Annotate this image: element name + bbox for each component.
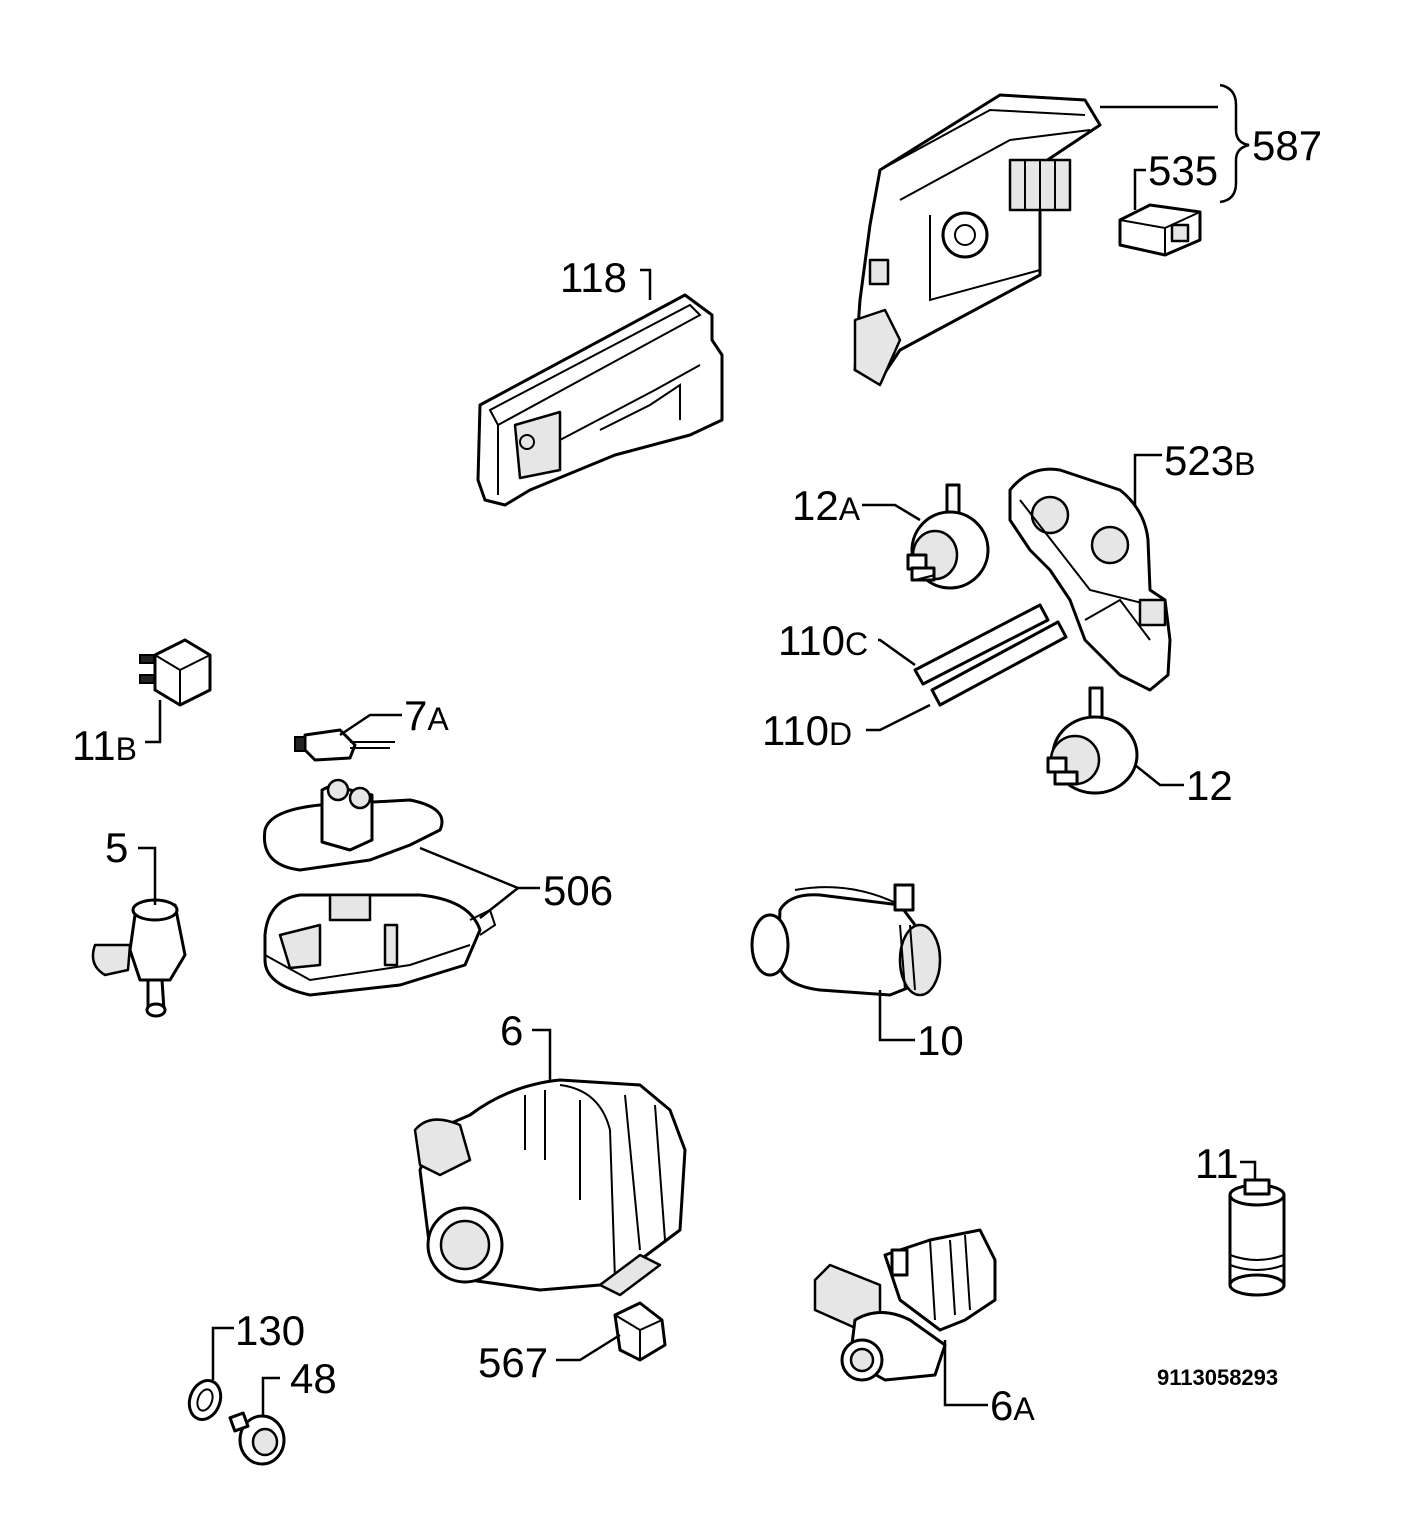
part-5-inlet-valve [91, 898, 187, 1018]
callout-5: 5 [105, 824, 157, 905]
part-523b-support [1008, 467, 1172, 692]
part-130-seal-ring [187, 1379, 223, 1421]
callout-110c: 110C [778, 617, 916, 667]
part-11-capacitor [1228, 1178, 1286, 1297]
part-587-control-module [853, 93, 1102, 387]
label-567: 567 [478, 1339, 548, 1386]
callout-48: 48 [261, 1355, 337, 1415]
callout-6a: 6A [943, 1340, 1035, 1429]
callout-130: 130 [211, 1307, 305, 1380]
callout-523b: 523B [1133, 437, 1255, 505]
label-6a: 6A [990, 1382, 1035, 1429]
label-130: 130 [235, 1307, 305, 1354]
label-10: 10 [917, 1017, 964, 1064]
part-567-clip [613, 1301, 667, 1362]
callout-7a: 7A [339, 692, 449, 739]
label-6: 6 [500, 1007, 523, 1054]
callout-11b: 11B [72, 700, 162, 769]
part-11b-relay [139, 638, 212, 707]
callout-118: 118 [560, 254, 652, 301]
callout-535: 535 [1133, 147, 1218, 210]
label-535: 535 [1148, 147, 1218, 194]
label-523b: 523B [1164, 437, 1255, 484]
label-48: 48 [290, 1355, 337, 1402]
part-110d-hose [930, 620, 1068, 707]
label-7a: 7A [404, 692, 449, 739]
callout-10: 10 [878, 990, 964, 1064]
label-11: 11 [1195, 1140, 1239, 1187]
label-118: 118 [560, 254, 627, 301]
label-110c: 110C [778, 617, 868, 664]
label-587: 587 [1252, 122, 1322, 169]
part-6-circulation-pump [413, 1078, 687, 1297]
callout-587: 587 [1100, 83, 1322, 204]
part-118-detergent-dispenser [476, 293, 724, 507]
part-12-pressure-switch [1046, 686, 1139, 795]
part-10-heater [750, 883, 942, 997]
diagram-code: 9113058293 [1157, 1365, 1278, 1390]
part-535-connector [1118, 203, 1202, 257]
label-506: 506 [543, 867, 613, 914]
callout-11: 11 [1195, 1140, 1257, 1187]
label-5: 5 [105, 824, 128, 871]
label-11b: 11B [72, 722, 137, 769]
callout-110d: 110D [762, 703, 931, 754]
callout-12: 12 [1134, 762, 1233, 809]
part-110c-hose [913, 603, 1050, 686]
part-506-float-assembly [262, 778, 497, 997]
label-12a: 12A [792, 482, 861, 529]
label-110d: 110D [762, 707, 852, 754]
callout-12a: 12A [792, 482, 921, 529]
part-6a-drain-pump [813, 1228, 997, 1382]
label-12: 12 [1186, 762, 1233, 809]
part-7a-microswitch [294, 728, 395, 762]
callout-6: 6 [500, 1007, 552, 1080]
part-12a-pressure-switch [906, 483, 990, 590]
callout-567: 567 [478, 1333, 621, 1386]
callout-506: 506 [419, 846, 613, 919]
part-48-screw [228, 1411, 286, 1466]
